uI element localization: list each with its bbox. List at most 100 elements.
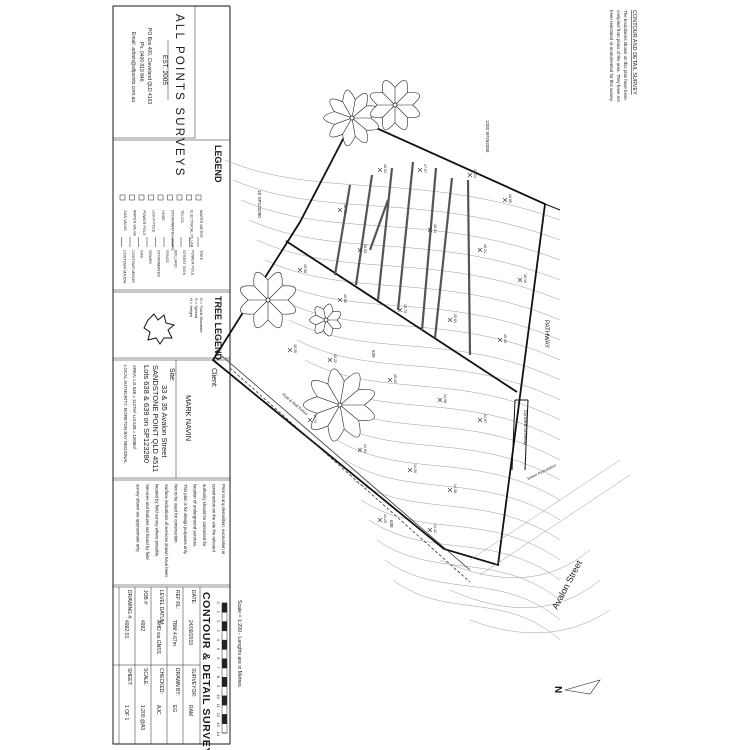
spot-height: 15.22 [327,354,337,363]
svg-text:16.10: 16.10 [523,274,527,283]
scale-tick-label: 5 [216,648,221,651]
title-row-label: JOB #: [142,590,148,605]
contour-line [344,459,561,521]
north-arrow: N [552,679,601,695]
label-avalon-street: Avalon Street [550,558,584,611]
street-lower-lines [469,459,631,576]
legend-left-item: STORMWATER GRATE [171,210,175,251]
title-row-value: AHD via GNSS [155,620,161,655]
spot-height: 14.74 [307,414,317,423]
svg-text:16.53: 16.53 [363,244,367,253]
title-row-value-2: 1:200 @A3 [139,705,145,730]
scale-tick-label: 7 [216,667,221,670]
note-line: construction on the site the relevant [212,484,217,553]
contour-line [392,579,561,641]
title-row-label: LEVEL DATUM: [158,590,164,626]
title-row-value: 24/09/2019 [187,620,193,645]
contour-line [384,559,561,621]
site-label: Site: [168,368,175,382]
svg-text:14.74: 14.74 [313,414,317,423]
scale-fill [222,658,227,668]
legend-left-item: WATER METER [199,210,203,238]
legend-right-item: SEWER [148,250,152,264]
legend-symbol-icon [157,194,164,201]
contour-line [248,219,561,281]
client-label: Client: [210,368,217,388]
legend-symbol-icon [138,194,145,201]
spot-height: 14.87 [477,414,487,423]
company-phone: Ph: 0400 819 846 [138,42,144,82]
legend-right-item: POWER POLE [191,250,195,276]
client-site-block: Client: MARK NAVIN Site: 33 & 35 Avalon … [112,359,231,479]
road-frontage [544,203,561,211]
title-block-title: CONTOUR & DETAIL SURVEY [200,592,212,750]
svg-text:15.86: 15.86 [343,294,347,303]
scale-tick-label: 12 [216,713,221,718]
title-row-label-2: SHEET: [126,668,132,686]
avalon-street-curve-3 [469,609,611,634]
tree-legend-line-2: S = Spread [194,298,199,318]
label-lot639: 639 [371,350,376,358]
note-line: located by field survey where possible. [155,484,160,558]
legend-left-item: HOSE [161,210,165,221]
garden-bed-strip [333,184,352,276]
tree-legend-title: TREE LEGEND [213,296,223,361]
scale-bar: Scale = 1:200 - Lengths are in Metres. 0… [216,600,242,737]
spot-height: 16.24 [477,244,487,253]
legend-symbol-icon [186,194,192,201]
contour-line [272,279,561,341]
spot-height: 14.98 [437,394,447,403]
scale-tick-label: 14 [216,732,221,737]
spot-height: 15.98 [297,264,307,273]
note-line: authority should be contacted for [202,484,207,547]
spot-height: 15.35 [287,344,297,353]
spot-height: 14.12 [427,524,437,533]
legend-left-item: WATER VALVE [133,210,137,236]
legend-left-item: TELCO [180,210,184,223]
label-lot638: 638 [389,520,394,528]
tree-icon [370,80,420,130]
spot-height: 15.73 [397,304,407,313]
tree-legend-block: TREE LEGEND D = Trunk Diameter S = Sprea… [112,291,231,361]
svg-text:17.24: 17.24 [473,169,477,178]
title-row-value: 4992-01 [123,620,129,639]
spot-height: 16.72 [337,204,347,213]
label-plan-top: 1203 SP263200 [485,120,490,153]
svg-text:14.12: 14.12 [433,524,437,533]
note-line: This plan is for design purposes only. [183,484,188,555]
note-line: survey shown are approximate only. [136,484,141,552]
spot-height: 15.10 [387,374,397,383]
notice-line-1: The boundaries shown on this plan have b… [623,10,628,100]
garden-bed-strip [354,174,374,286]
site-area: AREA: Lot 638 = 1127m² Lot 639 = 1209m² [132,365,137,450]
legend-left-item: POWER POLE [142,210,146,236]
note-line: Services and features not found by field [145,484,150,560]
legend-left-item: ELECTRICAL PILLAR [190,210,194,248]
legend-symbol-icon [195,194,202,201]
company-block: ALL POINTS SURVEYS EST. 2005 PO Box 400,… [112,5,196,178]
garden-bed-strip [433,177,454,339]
notes-block: Prior to any demolition, excavation orco… [112,479,231,586]
avalon-street-curve-1 [439,549,591,579]
spot-height: 17.07 [417,164,427,173]
spot-height: 15.61 [447,314,457,323]
svg-text:14.38: 14.38 [453,484,457,493]
site-suburb: SANDSTONE POINT QLD 4511 [151,365,160,472]
svg-text:16.24: 16.24 [483,244,487,253]
title-block: CONTOUR & DETAIL SURVEY DATE:24/09/2019S… [112,586,231,750]
notice-line-3: been reinstated or monumented for this s… [609,10,614,102]
svg-text:14.61: 14.61 [363,444,367,453]
north-label: N [552,686,563,693]
legend-left-item: GAS VALVE [123,210,127,231]
title-row-value: 4992 [139,620,145,631]
svg-text:16.91: 16.91 [383,164,387,173]
contour-line [360,499,561,561]
scale-tick-label: 10 [216,694,221,699]
scale-fill [222,640,227,650]
svg-text:14.25: 14.25 [383,514,387,523]
contour-line [256,239,561,301]
svg-text:14.50: 14.50 [413,464,417,473]
spot-height: 14.50 [407,464,417,473]
scale-tick-label: 9 [216,685,221,688]
